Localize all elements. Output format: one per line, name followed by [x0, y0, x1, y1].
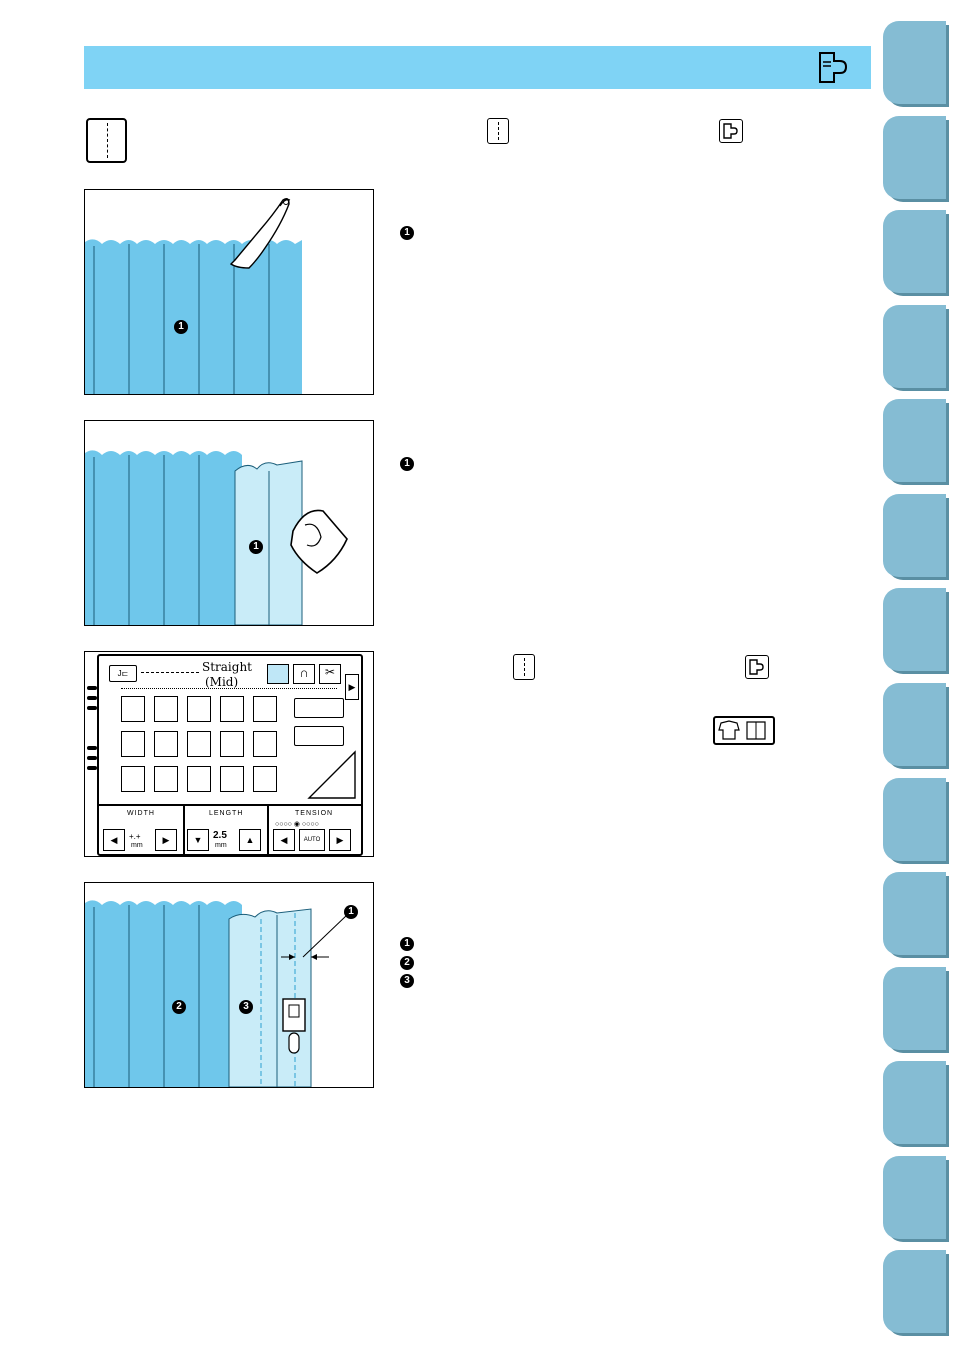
straight-stitch-key-icon	[86, 118, 127, 163]
chapter-tab-1[interactable]	[883, 21, 949, 107]
stitch-category-button[interactable]	[294, 726, 344, 746]
illustration-step2: 1	[84, 420, 374, 626]
lcd-frame: J⊏ Straight (Mid) ∩ ✂ ▶	[97, 654, 363, 856]
pattern-name: Straight	[202, 660, 253, 674]
stitch-category-inline-icon	[713, 716, 775, 745]
tension-decrease-button[interactable]: ◀	[273, 829, 295, 851]
utility-stitch-button[interactable]	[267, 664, 289, 684]
scissors-button[interactable]: ✂	[319, 664, 341, 684]
width-increase-button[interactable]: ▶	[155, 829, 177, 851]
stitch-key[interactable]	[253, 731, 277, 757]
step2-marker-1: 1	[400, 457, 414, 471]
tension-auto-button[interactable]: AUTO	[299, 829, 325, 851]
utility-stitch-inline-icon	[719, 119, 743, 143]
stitch-key[interactable]	[154, 731, 178, 757]
stitch-key[interactable]	[121, 731, 145, 757]
section-header-bar	[84, 46, 871, 89]
reverse-button[interactable]: ∩	[293, 664, 315, 684]
stitch-pattern-grid	[121, 696, 291, 792]
utility-stitch-inline-icon	[745, 655, 769, 679]
pattern-position: (Mid)	[205, 675, 239, 689]
presser-foot-icon: J⊏	[109, 665, 137, 682]
length-unit: mm	[215, 842, 227, 849]
stitch-key[interactable]	[253, 696, 277, 722]
lcd-screen-illustration: J⊏ Straight (Mid) ∩ ✂ ▶	[84, 651, 374, 857]
length-label: LENGTH	[209, 810, 244, 817]
length-increase-button[interactable]: ▲	[239, 829, 261, 851]
width-value: +.+	[129, 832, 141, 841]
stitch-key[interactable]	[220, 766, 244, 792]
utility-stitch-icon	[819, 52, 848, 83]
chapter-tab-11[interactable]	[883, 967, 949, 1053]
marker-2: 2	[172, 1000, 186, 1014]
tension-label: TENSION	[295, 810, 334, 817]
stitch-key[interactable]	[154, 766, 178, 792]
manual-button[interactable]	[294, 698, 344, 718]
chapter-tab-4[interactable]	[883, 305, 949, 391]
stitch-key[interactable]	[154, 696, 178, 722]
illustration-step1: 1	[84, 189, 374, 395]
width-label: WIDTH	[127, 810, 155, 817]
stitch-key[interactable]	[253, 766, 277, 792]
chapter-tab-3[interactable]	[883, 210, 949, 296]
straight-stitch-inline-icon	[487, 118, 509, 144]
marker-1: 1	[249, 540, 263, 554]
page-turn-icon[interactable]	[307, 750, 357, 800]
marker-3: 3	[239, 1000, 253, 1014]
step1-marker-1: 1	[400, 226, 414, 240]
stitch-key[interactable]	[187, 696, 211, 722]
step4-marker-1: 1	[400, 937, 414, 951]
length-value: 2.5	[213, 830, 227, 841]
chapter-tab-5[interactable]	[883, 399, 949, 485]
stitch-key[interactable]	[187, 766, 211, 792]
chapter-tab-2[interactable]	[883, 116, 949, 202]
step4-marker-2: 2	[400, 956, 414, 970]
stitch-key[interactable]	[220, 696, 244, 722]
length-decrease-button[interactable]: ▼	[187, 829, 209, 851]
step4-marker-3: 3	[400, 974, 414, 988]
illustration-step4: 1 2 3	[84, 882, 374, 1088]
binder-rings	[87, 678, 97, 778]
chapter-tab-14[interactable]	[883, 1250, 949, 1336]
chapter-tab-12[interactable]	[883, 1061, 949, 1147]
chapter-tab-10[interactable]	[883, 872, 949, 958]
chapter-tab-7[interactable]	[883, 588, 949, 674]
page-arrow-button[interactable]: ▶	[345, 674, 359, 700]
chapter-tab-8[interactable]	[883, 683, 949, 769]
chapter-tab-6[interactable]	[883, 494, 949, 580]
stitch-key[interactable]	[121, 696, 145, 722]
tension-scale: ○○○○ ◉ ○○○○	[275, 821, 319, 828]
stitch-key[interactable]	[187, 731, 211, 757]
marker-1: 1	[174, 320, 188, 334]
stitch-key[interactable]	[220, 731, 244, 757]
tension-increase-button[interactable]: ▶	[329, 829, 351, 851]
chapter-tab-13[interactable]	[883, 1156, 949, 1242]
straight-stitch-inline-icon	[513, 654, 535, 680]
marker-1: 1	[344, 905, 358, 919]
chapter-tab-9[interactable]	[883, 778, 949, 864]
stitch-key[interactable]	[121, 766, 145, 792]
width-unit: mm	[131, 842, 143, 849]
width-decrease-button[interactable]: ◀	[103, 829, 125, 851]
